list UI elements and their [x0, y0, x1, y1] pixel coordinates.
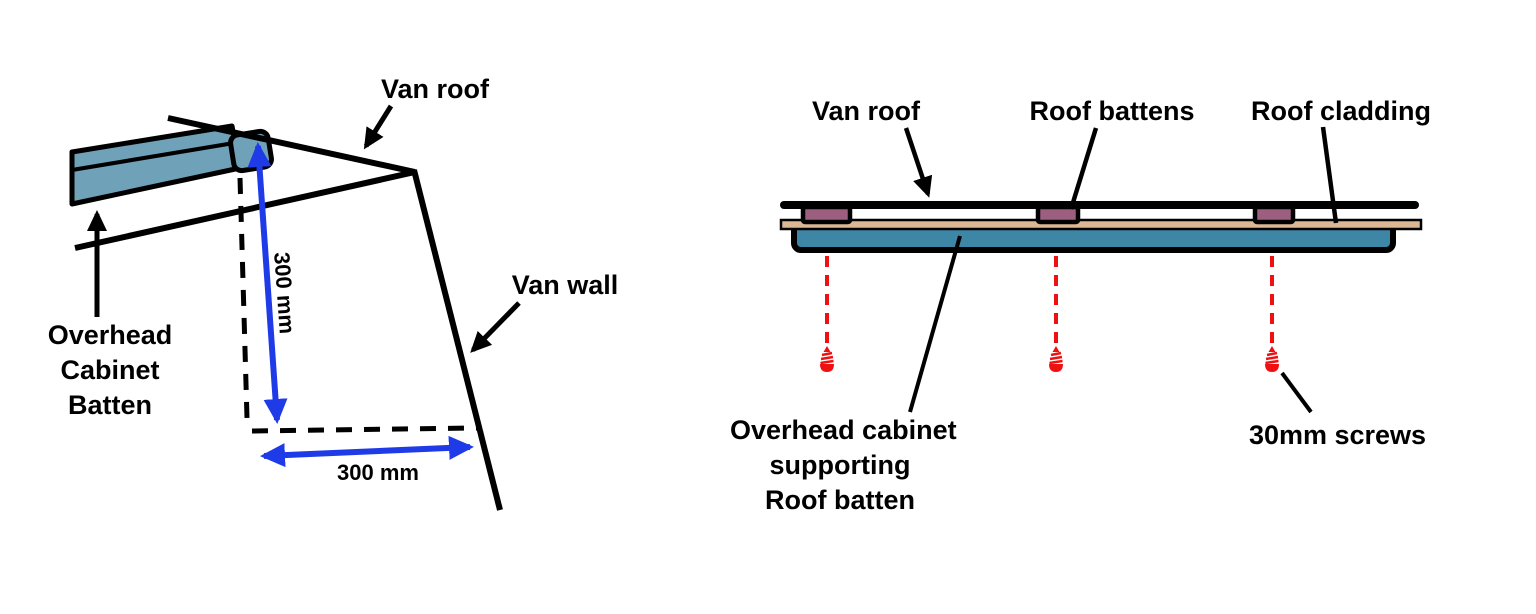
roof-batten-shape [1035, 204, 1081, 225]
right-side-view [779, 126, 1423, 414]
van-roof-pointer-arrow [903, 127, 933, 198]
screws-pointer-line [1280, 371, 1313, 414]
van-roof-label: Van roof [380, 74, 489, 104]
cabinet-label-line2: supporting [769, 450, 911, 480]
batten-edge-line [71, 141, 235, 172]
dimension-arrow-horizontal [260, 435, 474, 468]
dimension-arrow-vertical [247, 142, 288, 424]
roof-battens-label: Roof battens [1029, 96, 1195, 126]
batten-label-line3: Batten [67, 390, 152, 420]
roof-cladding-pointer-line [1320, 126, 1339, 224]
roof-batten-shape [800, 204, 853, 225]
van-wall-line [411, 169, 503, 511]
dashed-guide-horizontal [251, 425, 479, 434]
screw-icon [820, 346, 834, 372]
van-roof-pointer-arrow [363, 104, 394, 150]
overhead-cabinet-label: Overhead cabinet supporting Roof batten [730, 413, 957, 518]
roof-cladding-label: Roof cladding [1251, 96, 1431, 126]
screw-icon [1265, 346, 1279, 372]
roof-battens-pointer-line [1068, 127, 1099, 210]
horizontal-dimension-label: 300 mm [337, 460, 419, 485]
left-cross-section [69, 104, 521, 511]
cabinet-pointer-line [908, 235, 962, 413]
cabinet-label-line1: Overhead cabinet [730, 415, 957, 445]
van-wall-pointer-arrow [470, 301, 521, 353]
batten-label-line1: Overhead [47, 320, 173, 350]
van-wall-label: Van wall [511, 270, 619, 300]
van-roof-label: Van roof [811, 96, 920, 126]
van-roof-line [167, 115, 416, 175]
screws-label: 30mm screws [1248, 420, 1427, 450]
dashed-guide-vertical [237, 177, 250, 419]
batten-label-line2: Cabinet [60, 355, 160, 385]
screw-group [820, 256, 1279, 372]
roof-batten-shape [1252, 204, 1296, 225]
screw-icon [1049, 346, 1063, 372]
roof-cladding-shape [779, 218, 1423, 231]
ceiling-line [74, 169, 416, 251]
overhead-cabinet-batten-label: Overhead Cabinet Batten [40, 318, 180, 423]
cabinet-label-line3: Roof batten [765, 485, 915, 515]
